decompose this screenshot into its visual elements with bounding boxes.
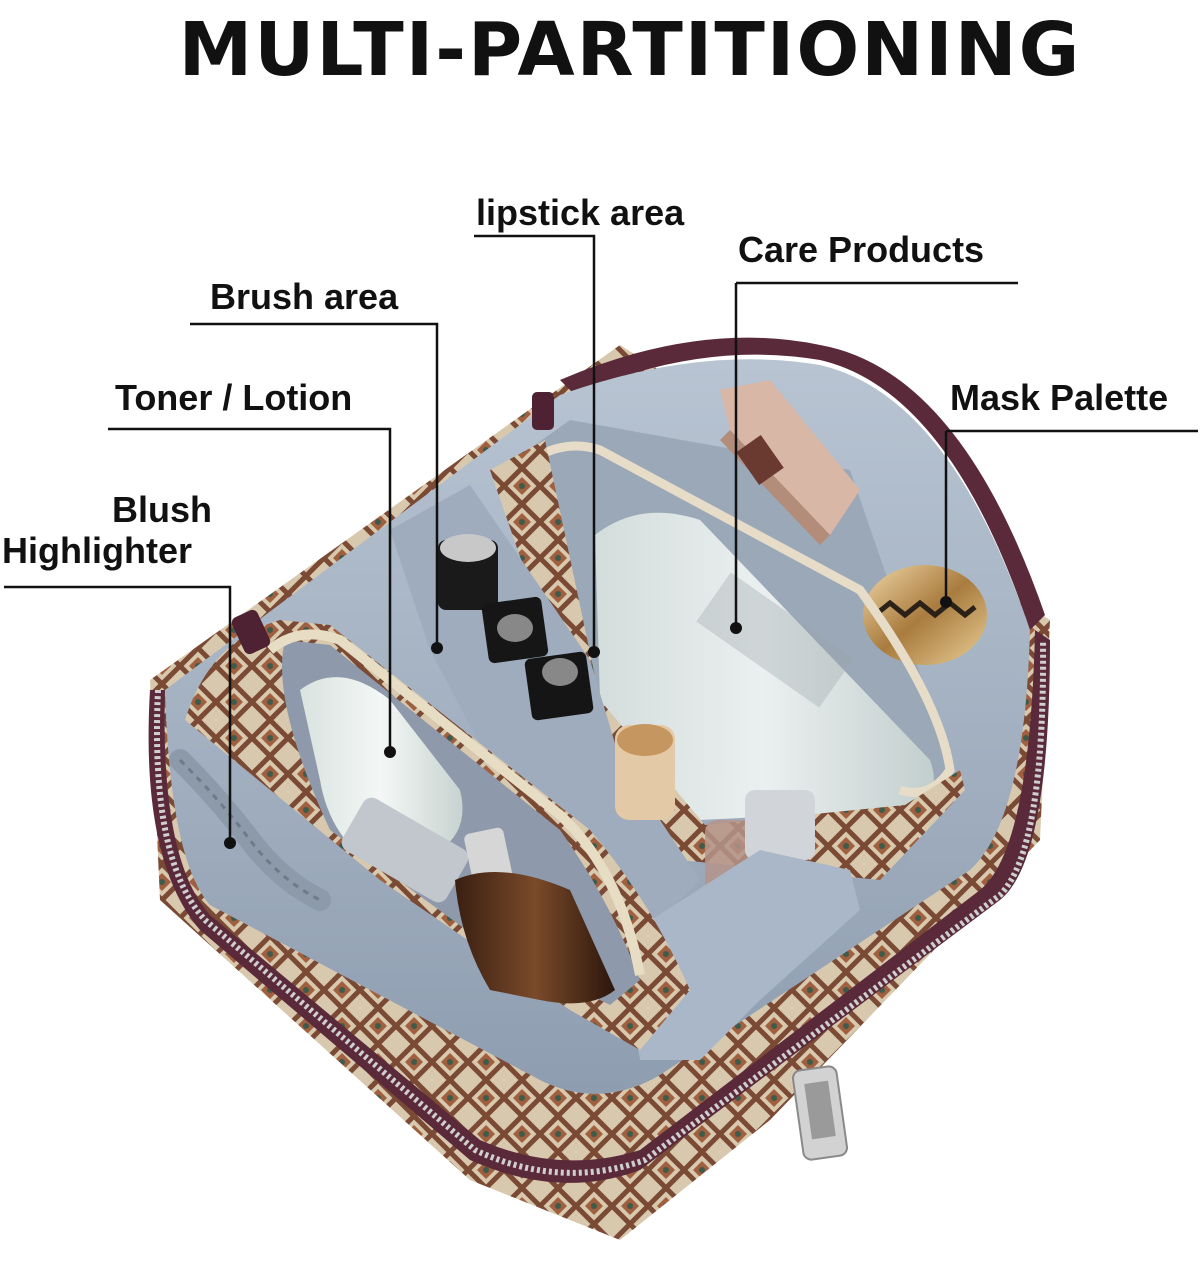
label-lipstick-area: lipstick area <box>476 192 685 233</box>
label-care-products: Care Products <box>738 229 985 270</box>
main-zipper <box>153 639 1047 1176</box>
page-title: MULTI-PARTITIONING <box>178 7 1082 93</box>
callout-lines <box>4 234 1198 840</box>
zipper-pull <box>791 1065 849 1161</box>
compact-powder <box>720 380 860 545</box>
label-toner-lotion: Toner / Lotion <box>115 377 353 418</box>
label-blush: Blush <box>111 489 212 530</box>
toner-bottle <box>300 677 469 903</box>
front-lining-flap <box>620 850 860 1060</box>
leather-top-rim <box>560 337 1045 630</box>
care-pouch-zipper <box>537 441 955 797</box>
label-brush-area: Brush area <box>210 276 399 317</box>
toner-pouch-zipper <box>266 629 645 976</box>
zipper-tab-top <box>532 392 554 430</box>
lotion-bottle <box>455 827 615 1004</box>
lipsticks <box>438 534 594 721</box>
zipper-tab-left <box>231 609 271 655</box>
label-mask-palette: Mask Palette <box>950 377 1169 418</box>
label-highlighter: Highlighter <box>2 530 192 571</box>
callout-dots <box>224 596 952 849</box>
